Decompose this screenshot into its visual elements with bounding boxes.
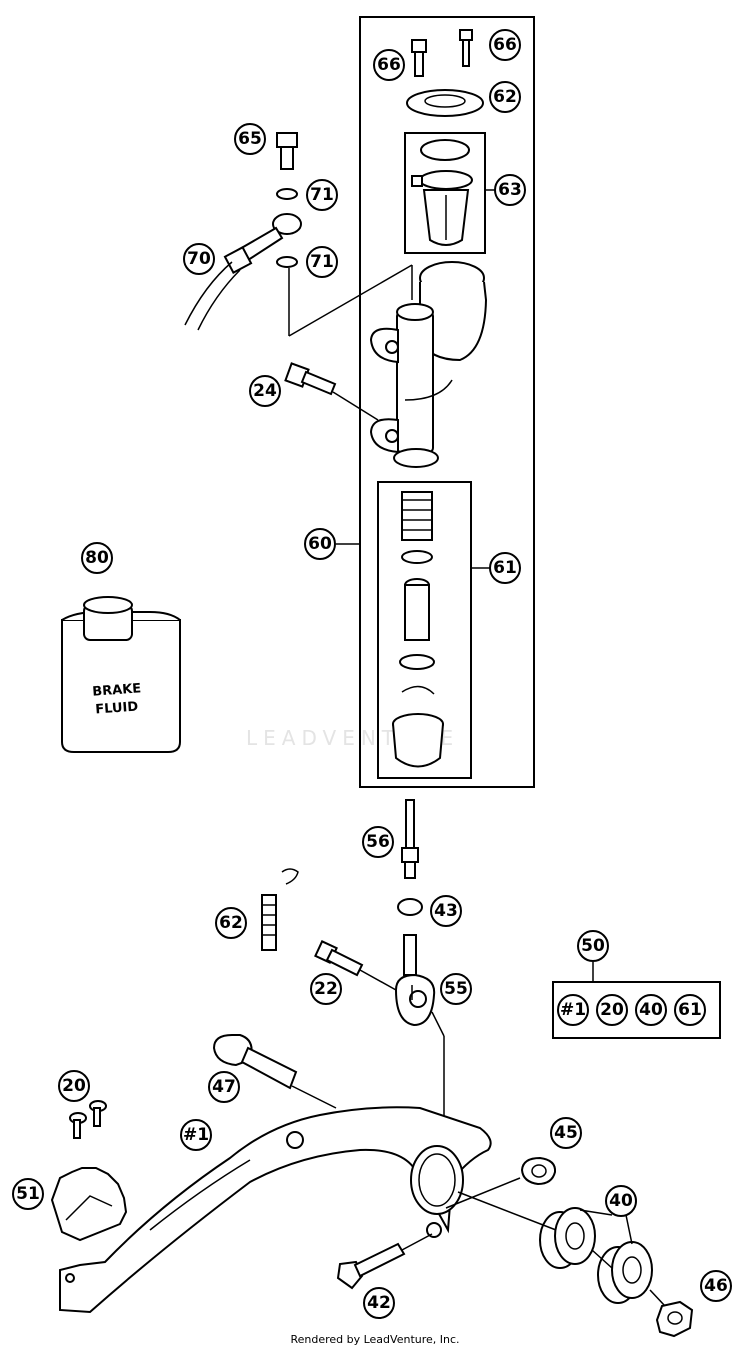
- mounting-bolt: [284, 362, 337, 396]
- callout-62-cap: 62: [489, 81, 521, 113]
- callout-66-right: 66: [489, 29, 521, 61]
- callout-63: 63: [494, 174, 526, 206]
- svg-text:61: 61: [493, 558, 517, 578]
- banjo-bolt: [276, 132, 298, 170]
- reservoir-diaphragm: [411, 139, 473, 246]
- lock-nut: [397, 898, 423, 916]
- pivot-bolt: [314, 940, 364, 977]
- svg-text:62: 62: [493, 87, 517, 107]
- kit-50-box: [552, 981, 721, 1039]
- callout-66-left: 66: [373, 49, 405, 81]
- push-rod: [401, 799, 419, 879]
- reservoir-cap: [406, 89, 484, 117]
- svg-text:#1: #1: [183, 1125, 209, 1145]
- callout-47: 47: [208, 1071, 240, 1103]
- svg-text:42: 42: [367, 1293, 391, 1313]
- callout-62-spring: 62: [215, 907, 247, 939]
- master-cylinder-assembly-box: [359, 16, 535, 788]
- brake-pedal-lever: [59, 1106, 492, 1314]
- pivot-screw: [336, 1242, 406, 1290]
- piston-kit-parts: [392, 491, 444, 768]
- svg-text:66: 66: [377, 55, 401, 75]
- svg-text:60: 60: [308, 534, 332, 554]
- callout-56: 56: [362, 826, 394, 858]
- callout-45: 45: [550, 1117, 582, 1149]
- svg-text:56: 56: [366, 832, 390, 852]
- svg-text:80: 80: [85, 548, 109, 568]
- svg-text:20: 20: [62, 1076, 86, 1096]
- brake-hose: [184, 213, 302, 331]
- svg-text:61: 61: [678, 1000, 702, 1020]
- return-spring: [261, 868, 299, 951]
- callout-43: 43: [430, 895, 462, 927]
- callout-20: 20: [58, 1070, 90, 1102]
- callout-65: 65: [234, 123, 266, 155]
- callout-1: #1: [180, 1119, 212, 1151]
- footpeg-tip: [50, 1167, 128, 1242]
- svg-text:47: 47: [212, 1077, 236, 1097]
- svg-text:63: 63: [498, 180, 522, 200]
- callout-50: 50: [577, 930, 609, 962]
- svg-text:45: 45: [554, 1123, 578, 1143]
- callout-70: 70: [183, 243, 215, 275]
- svg-text:62: 62: [219, 913, 243, 933]
- svg-text:40: 40: [609, 1191, 633, 1211]
- lever-bolt: [212, 1034, 298, 1090]
- callout-40: 40: [605, 1185, 637, 1217]
- callout-42: 42: [363, 1287, 395, 1319]
- svg-text:40: 40: [639, 1000, 663, 1020]
- callout-50-item-20: 20: [596, 994, 628, 1026]
- sealing-washer: [276, 188, 298, 200]
- callout-46: 46: [700, 1270, 732, 1302]
- callout-50-item-40: 40: [635, 994, 667, 1026]
- svg-text:51: 51: [16, 1184, 40, 1204]
- callout-50-item-1: #1: [557, 994, 589, 1026]
- callout-55: 55: [440, 973, 472, 1005]
- callout-60: 60: [304, 528, 336, 560]
- svg-text:50: 50: [581, 936, 605, 956]
- callout-80: 80: [81, 542, 113, 574]
- bearing: [539, 1207, 653, 1304]
- reservoir-screw: [411, 29, 473, 77]
- svg-text:71: 71: [310, 252, 334, 272]
- svg-text:46: 46: [704, 1276, 728, 1296]
- container-label-line1: BRAKE: [92, 681, 142, 699]
- svg-text:#1: #1: [560, 1000, 586, 1020]
- master-cylinder-body: [369, 261, 488, 468]
- callout-71-top: 71: [306, 179, 338, 211]
- callout-50-item-61: 61: [674, 994, 706, 1026]
- svg-text:66: 66: [493, 35, 517, 55]
- brake-fluid-container: BRAKE FLUID: [61, 596, 181, 753]
- svg-text:24: 24: [253, 381, 277, 401]
- reservoir-subassembly-box: [404, 132, 486, 254]
- svg-text:22: 22: [314, 979, 338, 999]
- flange-nut: [520, 1156, 557, 1186]
- clevis: [394, 934, 436, 1027]
- svg-text:71: 71: [310, 185, 334, 205]
- svg-text:70: 70: [187, 249, 211, 269]
- piston-kit-box: [377, 481, 472, 779]
- callout-24: 24: [249, 375, 281, 407]
- callout-61: 61: [489, 552, 521, 584]
- svg-text:65: 65: [238, 129, 262, 149]
- footer-credit: Rendered by LeadVenture, Inc.: [290, 1333, 459, 1346]
- svg-text:20: 20: [600, 1000, 624, 1020]
- svg-text:55: 55: [444, 979, 468, 999]
- container-label-line2: FLUID: [95, 700, 139, 718]
- svg-text:43: 43: [434, 901, 458, 921]
- lever-nut: [655, 1300, 694, 1338]
- callout-71-bottom: 71: [306, 246, 338, 278]
- callout-51: 51: [12, 1178, 44, 1210]
- callout-22: 22: [310, 973, 342, 1005]
- small-screw: [69, 1100, 107, 1139]
